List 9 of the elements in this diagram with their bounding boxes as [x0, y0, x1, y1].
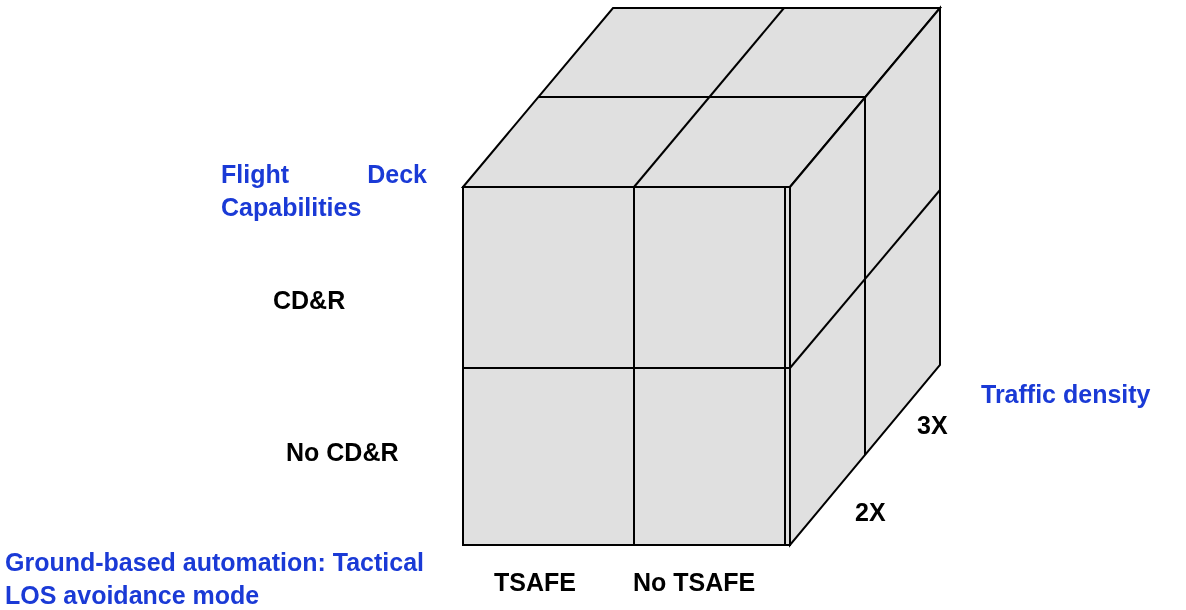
- depth-label: 2X: [855, 497, 886, 528]
- axis-title: Ground-based automation: Tactical LOS avoidance mode: [5, 547, 426, 610]
- depth-label: 3X: [917, 410, 948, 441]
- column-label: TSAFE: [494, 567, 576, 598]
- row-label: No CD&R: [286, 437, 399, 468]
- axis-title: Flight Deck Capabilities: [221, 159, 427, 223]
- axis-title: Traffic density: [981, 379, 1151, 410]
- row-label: CD&R: [273, 285, 346, 316]
- column-label: No TSAFE: [633, 567, 756, 598]
